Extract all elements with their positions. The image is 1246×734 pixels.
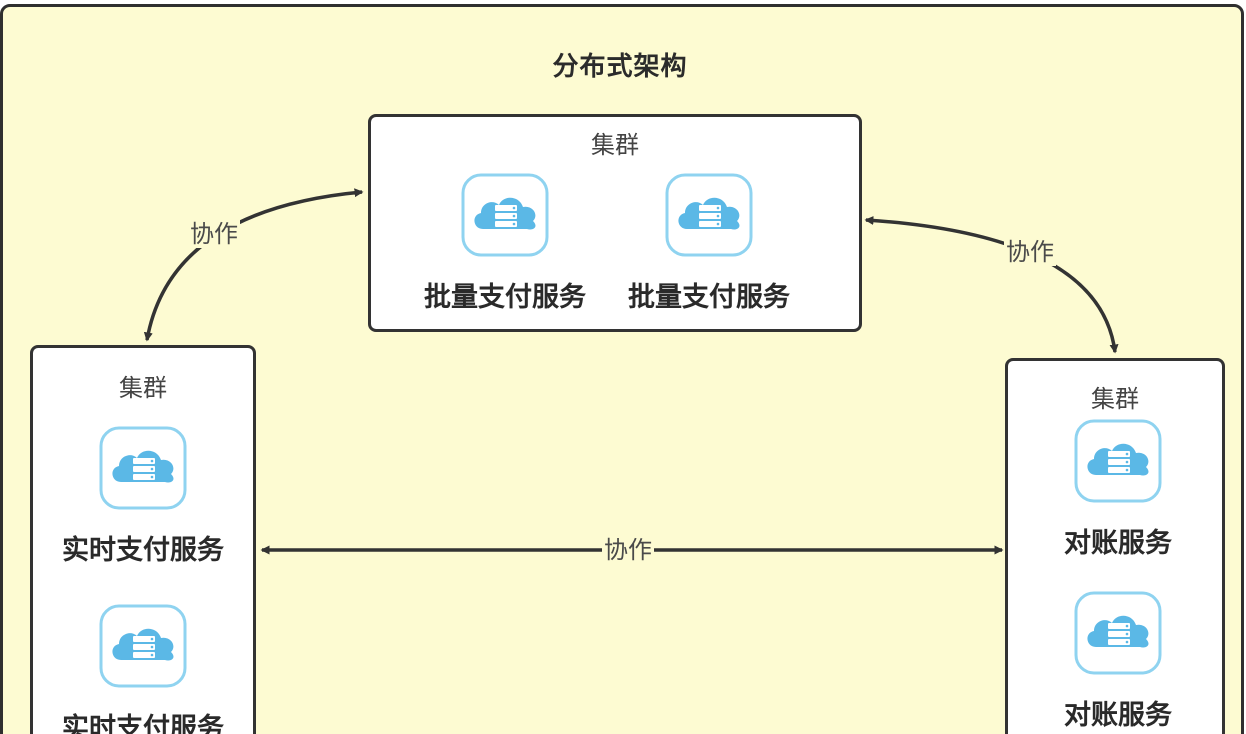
edge-label-batch-realtime: 协作 <box>188 220 240 248</box>
service-realtime-payment-1: 实时支付服务 <box>33 424 253 567</box>
cluster-label: 集群 <box>591 131 639 159</box>
cluster-batch-payment: 集群 批量支付服务 批量支付服务 <box>368 114 862 332</box>
cloud-server-icon <box>1072 589 1164 677</box>
service-reconciliation-2: 对账服务 <box>1008 589 1228 732</box>
service-reconciliation-1: 对账服务 <box>1008 417 1228 560</box>
cloud-server-icon <box>1072 417 1164 505</box>
cloud-server-icon <box>663 171 755 259</box>
cloud-server-icon <box>97 602 189 690</box>
edge-batch-realtime <box>143 188 364 342</box>
cluster-realtime-payment: 集群 实时支付服务 实时支付服务 <box>30 345 256 734</box>
cloud-server-icon <box>459 171 551 259</box>
edge-batch-reconcile <box>864 215 1119 354</box>
service-label: 对账服务 <box>1064 700 1172 731</box>
cluster-label: 集群 <box>1091 385 1139 413</box>
edge-label-batch-reconcile: 协作 <box>1004 238 1056 266</box>
service-label: 实时支付服务 <box>62 535 224 566</box>
service-realtime-payment-2: 实时支付服务 <box>33 602 253 734</box>
service-label: 实时支付服务 <box>62 713 224 734</box>
service-label: 批量支付服务 <box>628 282 790 313</box>
cluster-label: 集群 <box>119 374 167 402</box>
service-batch-payment-1: 批量支付服务 <box>395 171 615 314</box>
cluster-reconciliation: 集群 对账服务 对账服务 <box>1005 358 1225 734</box>
service-label: 对账服务 <box>1064 528 1172 559</box>
cloud-server-icon <box>97 424 189 512</box>
service-batch-payment-2: 批量支付服务 <box>599 171 819 314</box>
service-label: 批量支付服务 <box>424 282 586 313</box>
edge-label-realtime-reconcile: 协作 <box>602 536 654 564</box>
diagram-title: 分布式架构 <box>552 52 688 82</box>
